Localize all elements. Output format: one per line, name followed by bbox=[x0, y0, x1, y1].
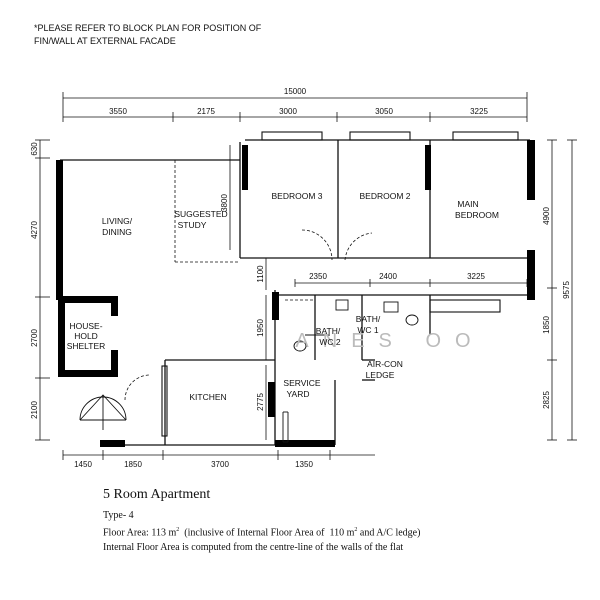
dim-right-3: 2825 bbox=[542, 391, 551, 409]
bedroom3-label: BEDROOM 3 bbox=[271, 191, 322, 201]
fixtures bbox=[79, 299, 419, 443]
bath2-label-2: WC 2 bbox=[319, 337, 341, 347]
bath1-label-1: BATH/ bbox=[356, 314, 381, 324]
service-yard-label-1: SERVICE bbox=[283, 378, 320, 388]
dim-mid-3: 3225 bbox=[467, 272, 485, 281]
dim-left-1: 630 bbox=[30, 142, 39, 156]
dim-top-4: 3050 bbox=[375, 107, 393, 116]
area-sup: 2 bbox=[176, 527, 180, 533]
area-suffix: and A/C ledge) bbox=[357, 527, 421, 539]
facade-note: *PLEASE REFER TO BLOCK PLAN FOR POSITION… bbox=[34, 23, 262, 46]
living-label-1: LIVING/ bbox=[102, 216, 133, 226]
aircon-label-1: AIR-CON bbox=[367, 359, 403, 369]
watermark: ANES OO bbox=[295, 330, 484, 352]
dim-right-total: 9575 bbox=[562, 281, 571, 299]
dim-bottom-3: 3700 bbox=[211, 460, 229, 469]
living-label-2: DINING bbox=[102, 227, 132, 237]
shelter-label-2: HOLD bbox=[74, 331, 98, 341]
dim-left-4: 2100 bbox=[30, 401, 39, 419]
dim-top-2: 2175 bbox=[197, 107, 215, 116]
walls-thin bbox=[59, 139, 530, 446]
study-label-1: SUGGESTED bbox=[174, 209, 227, 219]
dim-bottom-4: 1350 bbox=[295, 460, 313, 469]
shelter-label-3: SHELTER bbox=[67, 341, 106, 351]
caption-type: Type- 4 bbox=[103, 510, 134, 521]
dashed-lines bbox=[124, 160, 373, 401]
window-ledges bbox=[161, 131, 519, 437]
dim-bath-height: 1950 bbox=[256, 319, 265, 337]
caption: 5 Room Apartment Type- 4 Floor Area: 113… bbox=[103, 486, 420, 555]
dim-mid-1: 2350 bbox=[309, 272, 327, 281]
master-bedroom-label-2: BEDROOM bbox=[455, 210, 499, 220]
walls-thick bbox=[56, 140, 535, 447]
kitchen-label: KITCHEN bbox=[189, 392, 226, 402]
dim-right-1: 4900 bbox=[542, 207, 551, 225]
dim-kitchen-height: 2775 bbox=[256, 393, 265, 411]
dim-total-width: 15000 bbox=[284, 87, 307, 96]
area-mid: (inclusive of Internal Floor Area of 110… bbox=[179, 527, 355, 539]
dim-study-height: 3800 bbox=[220, 194, 229, 212]
dim-mid-2: 2400 bbox=[379, 272, 397, 281]
dim-top-1: 3550 bbox=[109, 107, 127, 116]
caption-title: 5 Room Apartment bbox=[103, 487, 211, 502]
service-yard-label-2: YARD bbox=[287, 389, 310, 399]
dim-corridor-height: 1100 bbox=[256, 265, 265, 283]
room-labels: LIVING/ DINING SUGGESTED STUDY BEDROOM 3… bbox=[67, 191, 499, 402]
master-bedroom-label-1: MAIN bbox=[457, 199, 478, 209]
dim-right-2: 1850 bbox=[542, 316, 551, 334]
bath1-label-2: WC 1 bbox=[357, 325, 379, 335]
dimension-labels: 15000 3550 2175 3000 3050 3225 2350 2400… bbox=[30, 87, 571, 469]
dim-bottom-1: 1450 bbox=[74, 460, 92, 469]
dimension-lines bbox=[35, 92, 577, 460]
aircon-label-2: LEDGE bbox=[366, 370, 395, 380]
dim-top-5: 3225 bbox=[470, 107, 488, 116]
dim-bottom-2: 1850 bbox=[124, 460, 142, 469]
study-label-2: STUDY bbox=[178, 220, 207, 230]
area-sup-2: 2 bbox=[354, 527, 358, 533]
dim-top-3: 3000 bbox=[279, 107, 297, 116]
area-prefix: Floor Area: 113 m bbox=[103, 527, 177, 539]
dim-left-2: 4270 bbox=[30, 221, 39, 239]
shelter-label-1: HOUSE- bbox=[69, 321, 102, 331]
dim-left-3: 2700 bbox=[30, 329, 39, 347]
bath2-label-1: BATH/ bbox=[316, 326, 341, 336]
caption-note: Internal Floor Area is computed from the… bbox=[103, 542, 404, 554]
caption-floor-area: Floor Area: 113 m2 (inclusive of Interna… bbox=[103, 523, 420, 540]
bedroom2-label: BEDROOM 2 bbox=[359, 191, 410, 201]
